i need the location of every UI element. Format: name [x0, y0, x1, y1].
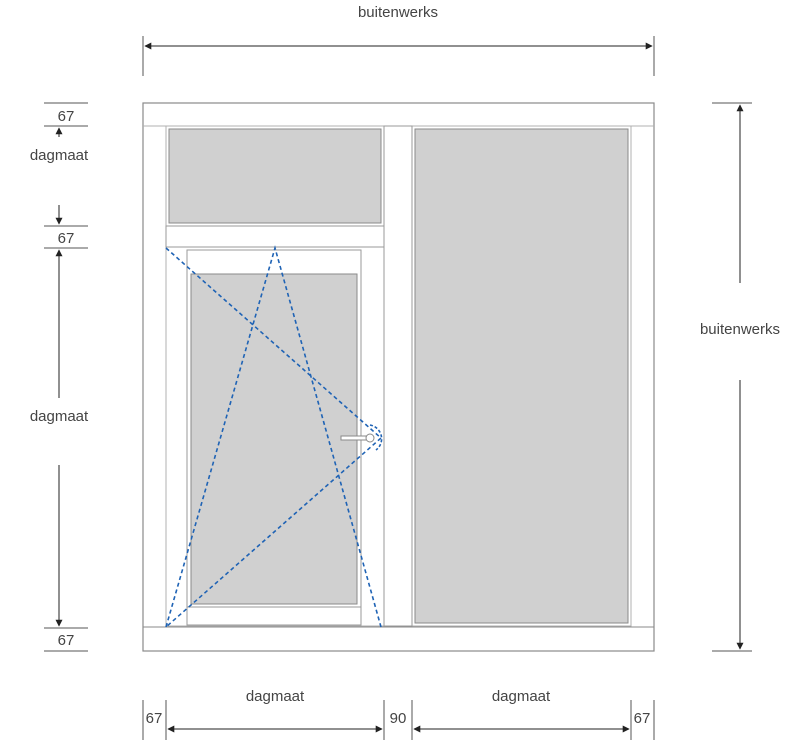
left-top-frame-label: 67: [58, 108, 75, 125]
right-height-label: buitenwerks: [700, 321, 780, 338]
tilt-indicator: [165, 245, 382, 628]
opening-indicator: [165, 245, 383, 628]
dimension-top: buitenwerks: [142, 4, 655, 76]
mullion: [383, 125, 413, 627]
bottom-mullion-label: 90: [390, 710, 407, 727]
dimension-bottom: 67 dagmaat 90 dagmaat 67: [142, 688, 655, 740]
dimension-right: buitenwerks: [700, 102, 780, 652]
dimension-left: 67 dagmaat 67 dagmaat 67: [30, 102, 89, 652]
window-frame: [142, 102, 655, 652]
turn-indicator: [165, 247, 383, 628]
top-width-label: buitenwerks: [358, 4, 438, 21]
bottom-right-daylight-label: dagmaat: [492, 688, 551, 705]
bottom-left-frame-label: 67: [146, 710, 163, 727]
sash-glass: [190, 273, 358, 605]
left-bottom-frame-label: 67: [58, 632, 75, 649]
fixed-glass-top-left: [168, 128, 382, 224]
left-top-daylight-label: dagmaat: [30, 147, 89, 164]
bottom-right-frame-label: 67: [634, 710, 651, 727]
handle-arc: [369, 424, 383, 451]
transom: [165, 225, 385, 248]
handle-icon: [340, 433, 375, 443]
left-mid-frame-label: 67: [58, 230, 75, 247]
bottom-left-daylight-label: dagmaat: [246, 688, 305, 705]
fixed-glass-right: [414, 128, 629, 624]
left-main-daylight-label: dagmaat: [30, 408, 89, 425]
